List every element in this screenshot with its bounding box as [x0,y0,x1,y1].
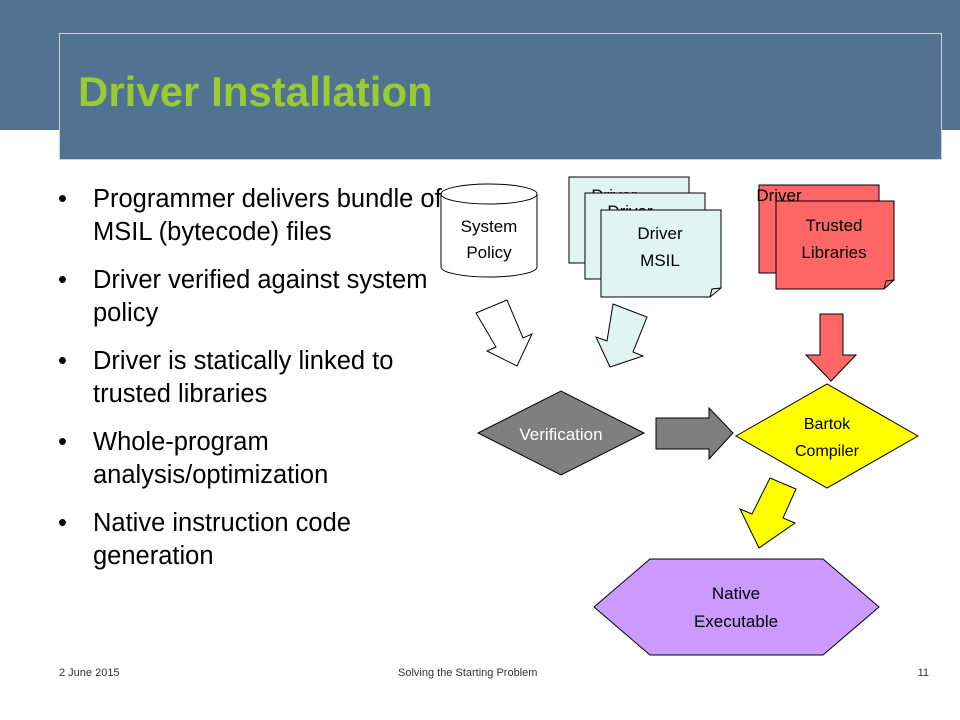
native-executable-node: Native Executable [593,558,880,656]
native-executable-label: Executable [694,612,778,631]
title-frame [59,33,942,160]
bullet-list: Programmer delivers bundle of MSIL (byte… [58,183,458,588]
driver-msil-label: Driver [637,224,683,243]
footer-title: Solving the Starting Problem [398,667,538,679]
driver-doc-front [600,209,722,298]
bullet-item: Driver verified against system policy [58,264,458,330]
trusted-doc-back-label: Driver [756,186,802,205]
trusted-doc-front [775,200,895,290]
system-policy-cylinder: System Policy [440,183,538,278]
slide-title: Driver Installation [78,68,433,115]
trusted-libraries-label: Libraries [801,243,866,262]
verification-label: Verification [519,425,602,444]
bullet-item: Whole-program analysis/optimization [58,426,458,492]
trusted-libraries-document-stack: Driver Trusted Libraries [756,184,895,290]
footer-date: 2 June 2015 [59,667,120,679]
bartok-compiler-label: Bartok [804,416,851,433]
system-policy-label: Policy [466,243,512,262]
bartok-to-native-arrow [738,477,797,549]
bullet-item: Native instruction code generation [58,507,458,573]
trusted-libraries-label: Trusted [805,216,862,235]
verification-node: Verification [476,390,646,476]
bullet-item: Programmer delivers bundle of MSIL (byte… [58,183,458,249]
native-executable-label: Native [712,584,760,603]
bullet-item: Driver is statically linked to trusted l… [58,345,458,411]
driver-msil-document-stack: Driver Driver Driver MSIL [568,176,722,298]
libraries-to-bartok-arrow [804,313,858,382]
driver-msil-label: MSIL [640,251,680,270]
msil-to-verification-arrow [595,303,648,368]
bartok-compiler-label: Compiler [795,443,860,460]
policy-to-verification-arrow [475,299,534,367]
system-policy-label: System [461,217,518,236]
bartok-compiler-node: Bartok Compiler [734,383,920,489]
page-number: 11 [917,667,929,679]
verification-to-bartok-arrow [655,406,734,461]
